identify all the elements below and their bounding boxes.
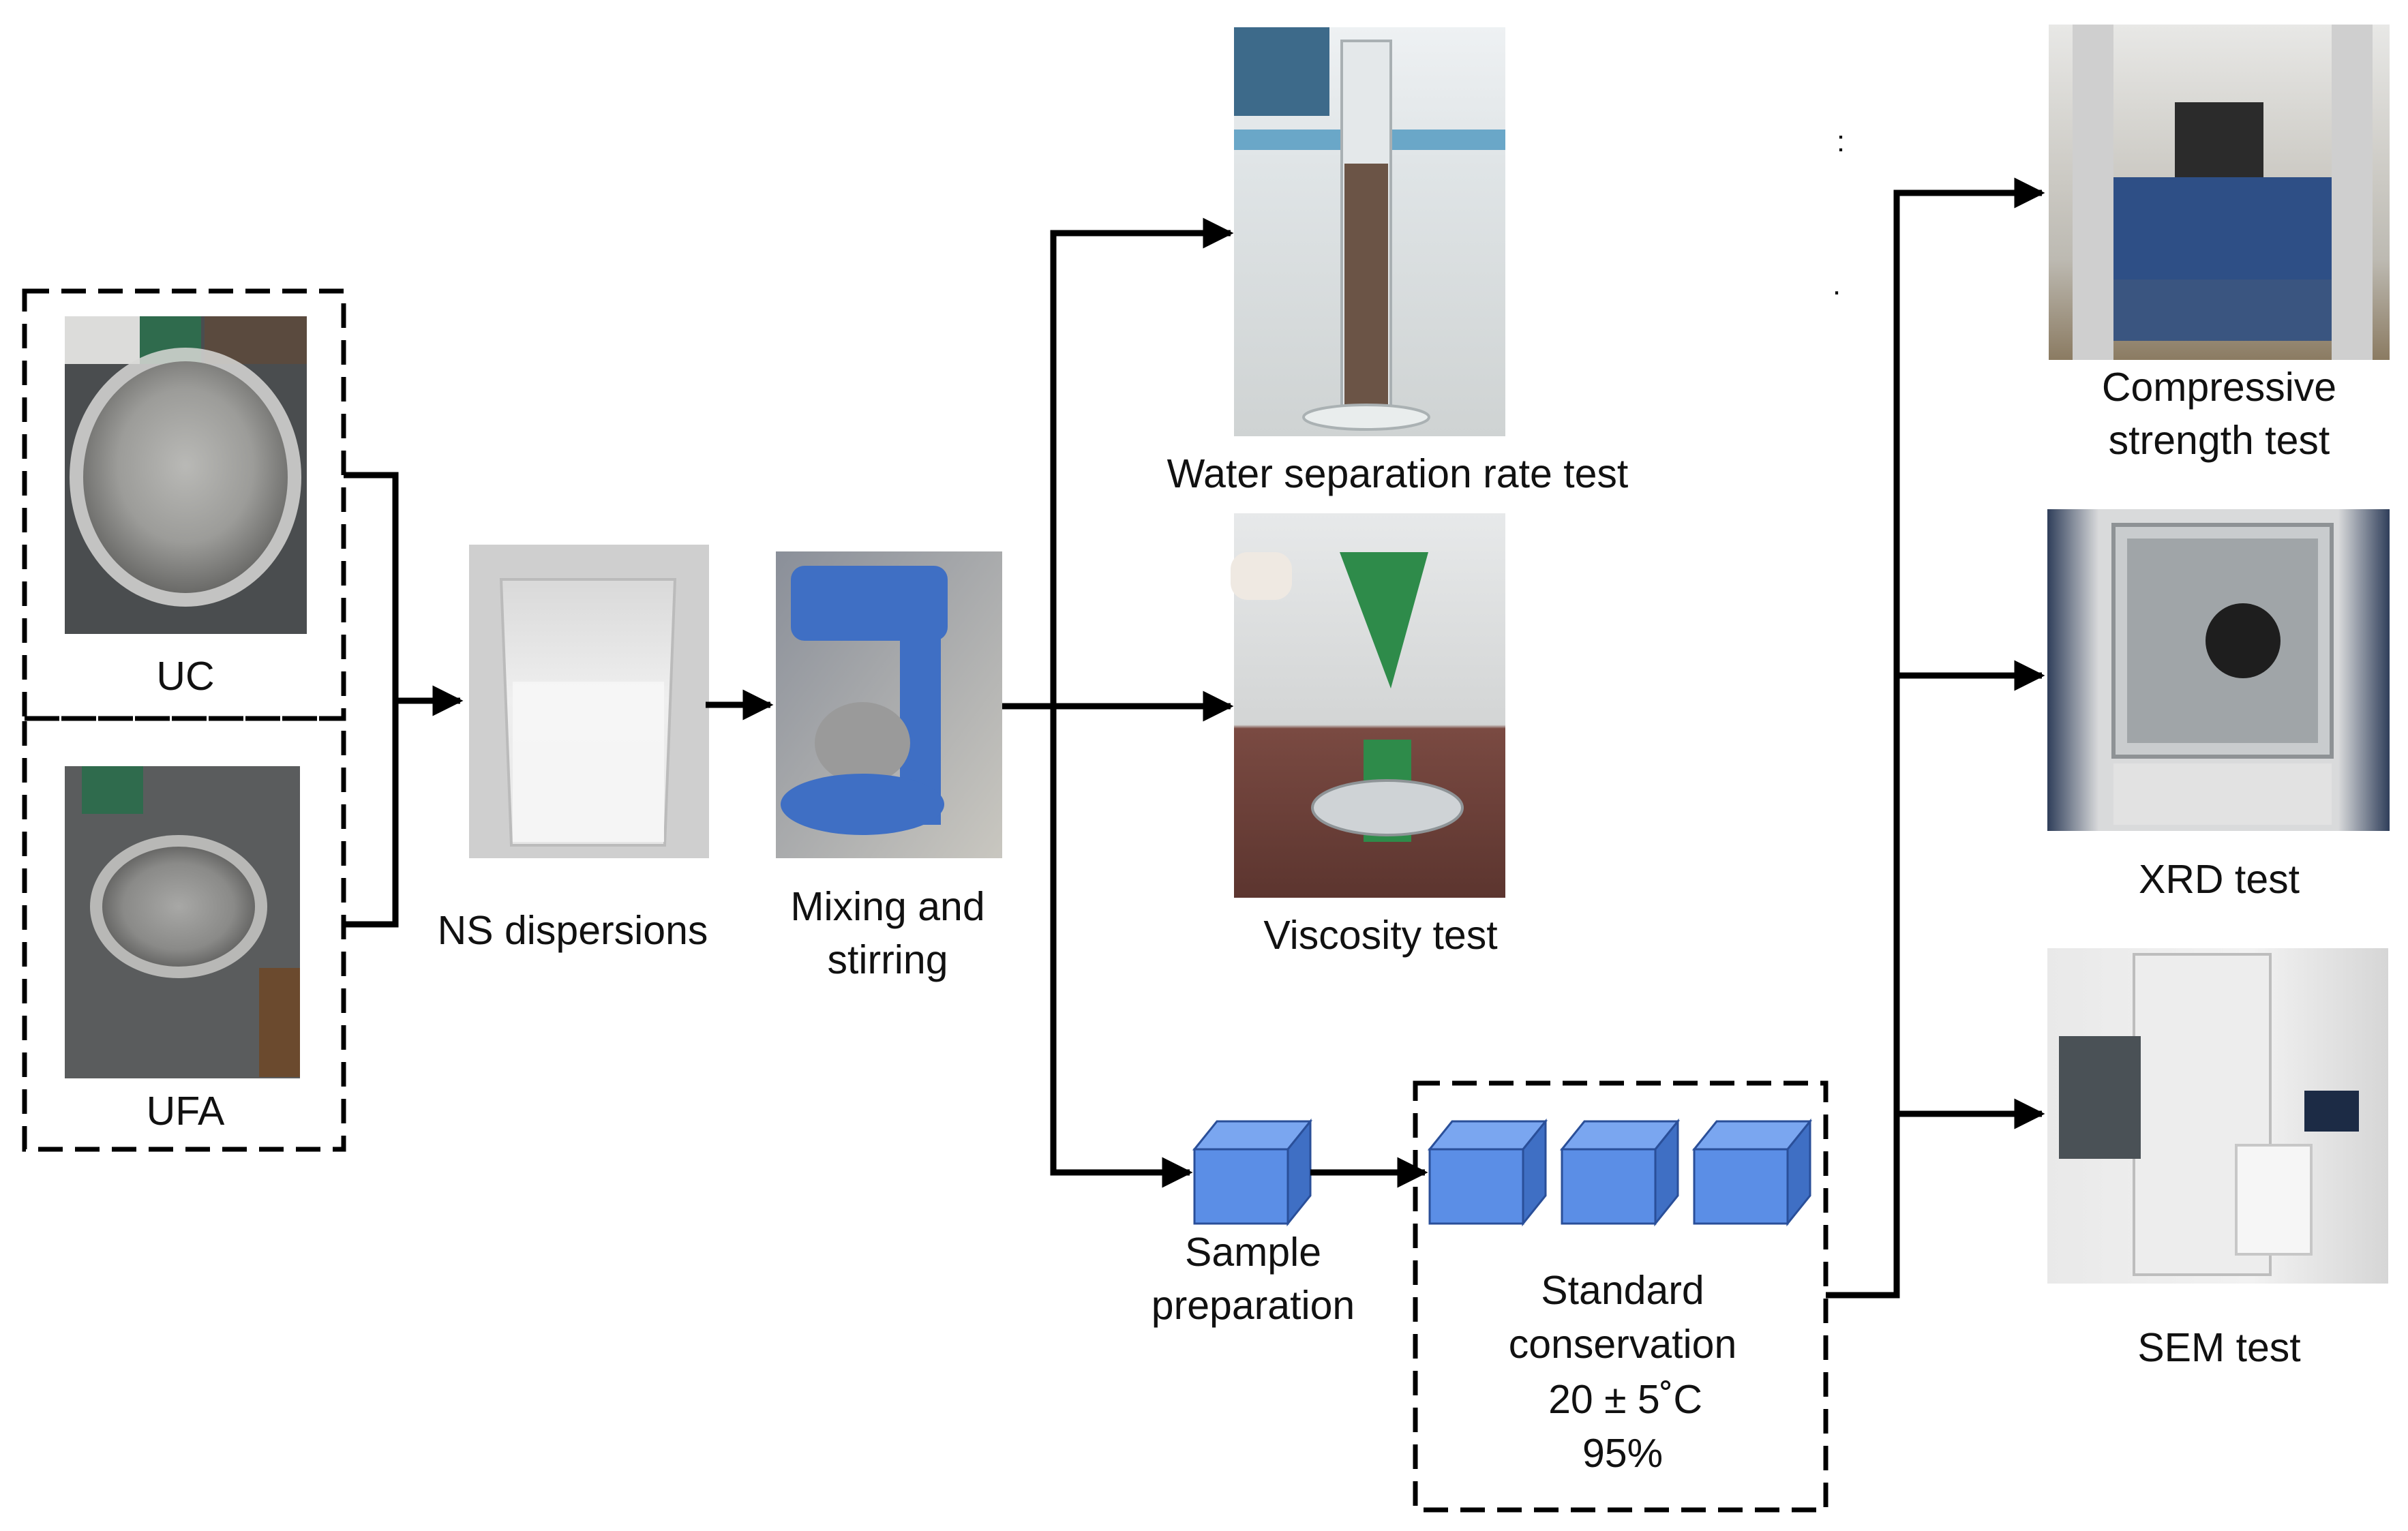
ns-dispersion-photo <box>469 545 709 858</box>
sample-cube <box>1192 1118 1313 1227</box>
curing-dashed-box <box>1413 1080 1828 1513</box>
mixer-branch-connectors <box>1002 217 1234 1188</box>
compressive-label-line2: strength test <box>2109 418 2330 463</box>
mixing-label-line2: stirring <box>827 937 948 982</box>
mixer-photo <box>776 551 1002 858</box>
ufa-photo <box>65 766 300 1078</box>
input-connectors <box>344 472 464 928</box>
compressive-strength-photo <box>2049 25 2390 360</box>
stray-colon: : <box>1837 125 1845 158</box>
sem-label: SEM test <box>2137 1325 2300 1370</box>
ufa-dashed-box <box>22 716 346 1152</box>
viscosity-photo <box>1231 513 1505 898</box>
sample-label-line2: preparation <box>1152 1283 1355 1328</box>
mixing-label-line1: Mixing and <box>790 884 984 929</box>
curing-label-line4: 95% <box>1582 1431 1663 1476</box>
curing-label-line2: conservation <box>1509 1322 1737 1367</box>
sem-photo <box>2047 948 2388 1284</box>
ns-dispersions-label: NS dispersions <box>438 908 708 953</box>
curing-to-tests-connectors <box>1826 177 2045 1299</box>
curing-cube-2 <box>1559 1118 1681 1227</box>
curing-label-line1: Standard <box>1541 1268 1704 1313</box>
stray-dot: . <box>1833 268 1841 301</box>
viscosity-label: Viscosity test <box>1263 913 1497 958</box>
sample-label-line1: Sample <box>1185 1230 1321 1275</box>
curing-label-line3: 20 ± 5˚C <box>1548 1377 1702 1422</box>
xrd-label: XRD test <box>2139 857 2300 902</box>
curing-cube-3 <box>1691 1118 1813 1227</box>
uc-label: UC <box>156 654 214 699</box>
ufa-label: UFA <box>147 1089 225 1134</box>
water-separation-photo <box>1234 27 1505 436</box>
uc-photo <box>65 316 307 634</box>
curing-cube-1 <box>1427 1118 1548 1227</box>
xrd-photo <box>2047 509 2390 831</box>
compressive-label-line1: Compressive <box>2102 365 2336 410</box>
water-separation-label: Water separation rate test <box>1167 451 1629 496</box>
